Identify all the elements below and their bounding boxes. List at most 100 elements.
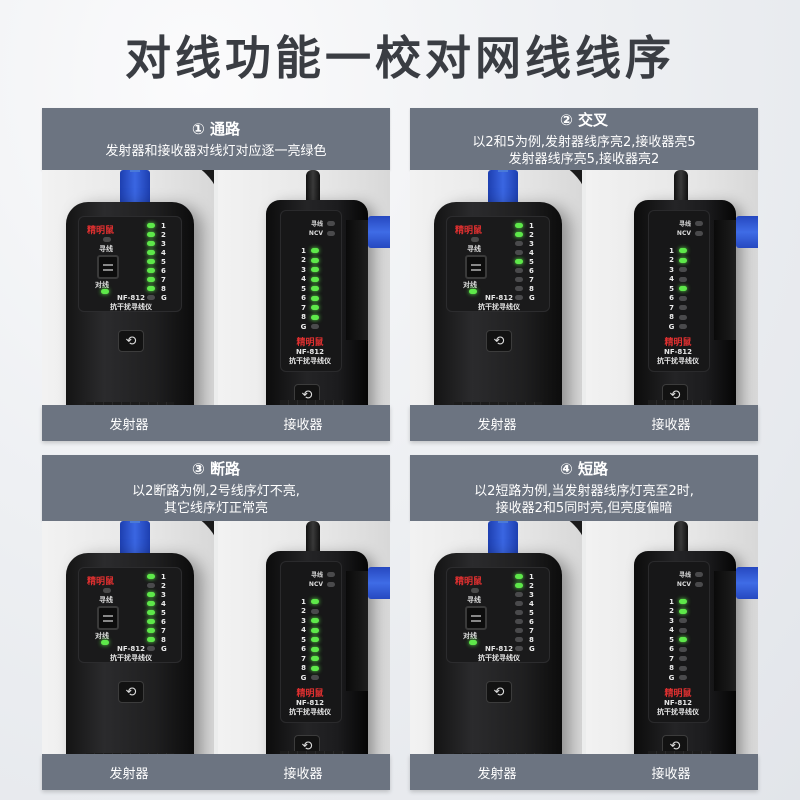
- led-on-icon: [147, 277, 155, 282]
- led-number: 1: [669, 597, 674, 606]
- led-number: G: [668, 673, 675, 682]
- side-ports: [714, 571, 736, 691]
- led-on-icon: [147, 592, 155, 597]
- panel-description-line: 其它线序灯正常亮: [163, 501, 268, 516]
- led-off-icon: [695, 230, 703, 236]
- panel-description-line: 发射器线序亮5,接收器亮2: [508, 152, 660, 167]
- led-number: 6: [669, 645, 674, 654]
- grip-texture: [454, 753, 542, 754]
- led-number: 6: [529, 617, 534, 626]
- led-number: G: [668, 322, 675, 331]
- led-number: G: [161, 293, 167, 302]
- led-number: 3: [161, 590, 166, 599]
- panel-description-line: 以2短路为例,当发射器线序灯亮至2时,: [474, 484, 694, 499]
- led-on-icon: [147, 259, 155, 264]
- receiver-label: 接收器: [283, 766, 323, 782]
- cycle-icon: ⟲: [486, 681, 512, 703]
- led-on-icon: [310, 257, 319, 263]
- led-number: 7: [301, 303, 306, 312]
- led-on-icon: [147, 610, 155, 615]
- led-row: 5: [147, 608, 169, 617]
- led-off-icon: [311, 324, 320, 330]
- model-number: NF-812: [296, 698, 324, 707]
- rj45-plug-icon: [120, 170, 150, 206]
- led-off-icon: [515, 637, 523, 642]
- led-number: 4: [301, 626, 306, 635]
- led-number: G: [529, 644, 535, 653]
- led-number: 6: [301, 645, 306, 654]
- led-off-icon: [515, 241, 523, 246]
- led-off-icon: [515, 268, 523, 273]
- led-on-icon: [147, 250, 155, 255]
- trace-mode-led: [103, 588, 111, 593]
- led-on-icon: [678, 286, 687, 292]
- led-on-icon: [310, 248, 319, 254]
- led-number: 4: [161, 599, 166, 608]
- wire-map-mode-led: [469, 289, 477, 294]
- rj45-plug-icon: [736, 216, 758, 248]
- led-number: 8: [529, 284, 534, 293]
- panel-description-line: 以2断路为例,2号线序灯不亮,: [132, 484, 300, 499]
- led-off-icon: [695, 221, 703, 227]
- mode-indicator-row: NCV: [285, 229, 335, 239]
- transmitter-label: 发射器: [477, 417, 517, 433]
- led-row: 4: [653, 275, 703, 285]
- transmitter-label: 发射器: [477, 766, 517, 782]
- led-number: 5: [529, 257, 534, 266]
- led-row: 7: [515, 626, 537, 635]
- led-number: 1: [301, 246, 306, 255]
- mode-switch: [465, 606, 487, 630]
- led-number: 8: [669, 313, 674, 322]
- led-number: G: [161, 644, 167, 653]
- led-number: 4: [669, 275, 674, 284]
- led-row: 4: [653, 626, 703, 636]
- led-row: 4: [285, 626, 335, 636]
- brand-logo: 精明鼠: [296, 337, 324, 348]
- led-on-icon: [515, 574, 523, 579]
- trace-mode-label: 寻线: [99, 596, 113, 604]
- led-number: 2: [301, 256, 306, 265]
- led-number: 2: [669, 607, 674, 616]
- side-ports: [346, 571, 368, 691]
- led-row: 1: [515, 572, 537, 581]
- led-row: 5: [515, 608, 537, 617]
- led-off-icon: [695, 572, 703, 578]
- led-on-icon: [147, 601, 155, 606]
- led-row: G: [147, 644, 169, 653]
- led-number: 2: [161, 230, 166, 239]
- led-number: 6: [669, 294, 674, 303]
- transmitter-label: 发射器: [109, 417, 149, 433]
- led-number: 5: [301, 284, 306, 293]
- led-number: 2: [529, 230, 534, 239]
- led-row: 1: [285, 246, 335, 256]
- led-number: 5: [301, 635, 306, 644]
- led-number: 1: [669, 246, 674, 255]
- led-on-icon: [147, 241, 155, 246]
- rj45-plug-icon: [736, 567, 758, 599]
- led-row: 7: [147, 275, 169, 284]
- led-off-icon: [678, 627, 687, 633]
- led-number: 8: [161, 284, 166, 293]
- grip-texture: [280, 400, 344, 405]
- mode-indicator-row: 寻线: [653, 219, 703, 229]
- led-number: 4: [669, 626, 674, 635]
- led-row: 7: [285, 303, 335, 313]
- model-subtitle: 抗干扰寻线仪: [110, 303, 152, 311]
- led-row: 7: [147, 626, 169, 635]
- brand-logo: 精明鼠: [664, 337, 692, 348]
- rj45-plug-icon: [488, 170, 518, 206]
- panel-title: ④ 短路: [560, 460, 608, 478]
- led-number: 3: [301, 616, 306, 625]
- led-row: 5: [285, 284, 335, 294]
